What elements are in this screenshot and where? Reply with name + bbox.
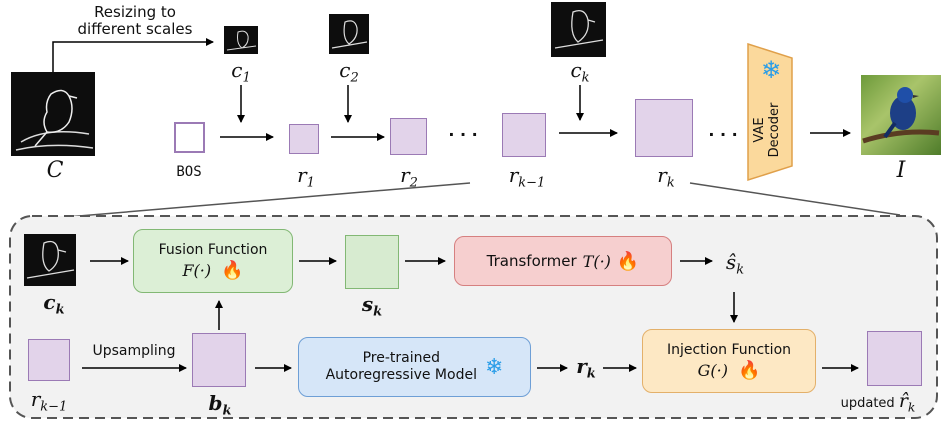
sk-token	[345, 235, 399, 289]
bird-icon	[862, 87, 940, 144]
snowflake-icon: ❄	[484, 354, 504, 380]
transformer: Transformer T(·) 🔥	[454, 236, 672, 286]
updated-rhat-token	[867, 331, 922, 386]
upsampling-label: Upsampling	[92, 343, 176, 359]
vae-decoder	[747, 42, 793, 182]
flame-icon: 🔥	[737, 359, 761, 381]
sk-label: sk	[361, 292, 383, 320]
r2-label: r2	[400, 163, 418, 191]
ck-label: ck	[570, 58, 590, 86]
resize-label: Resizing to different scales	[77, 3, 193, 38]
rk-detail-label: rk	[576, 354, 596, 382]
shat-label: ŝk	[725, 250, 745, 278]
rk1-label: rk−1	[508, 163, 546, 191]
fusion-function: Fusion Function F(·) 🔥	[133, 229, 293, 293]
pretrained-label: Pre-trained Autoregressive Model	[325, 350, 477, 383]
bk-label: bk	[208, 391, 232, 419]
output-image	[861, 75, 941, 155]
fusion-title: Fusion Function	[158, 241, 268, 258]
bird-sketch-icon	[554, 9, 604, 49]
r1-label: r1	[297, 163, 315, 191]
c1-label: c1	[231, 58, 251, 86]
bird-sketch-icon	[26, 240, 75, 279]
transformer-title: Transformer	[486, 252, 577, 270]
pretrained-model: Pre-trained Autoregressive Model ❄	[298, 337, 531, 397]
ck-detail-image	[24, 234, 76, 286]
condition-label: C	[46, 158, 64, 183]
r2-token	[390, 118, 427, 155]
bird-sketch-icon	[15, 89, 94, 151]
ck-detail-label: ck	[43, 290, 65, 318]
transformer-math: T(·)	[582, 251, 611, 271]
bos-token	[174, 122, 205, 153]
injection-math: G(·)	[697, 360, 728, 380]
flame-icon: 🔥	[221, 259, 244, 281]
c2-image	[329, 14, 369, 54]
injection-title: Injection Function	[666, 341, 792, 358]
bird-sketch-icon	[226, 30, 257, 51]
rk1-detail-token	[28, 339, 70, 381]
flame-icon: 🔥	[616, 250, 640, 272]
output-label: I	[896, 158, 906, 183]
injection-function: Injection Function G(·) 🔥	[642, 329, 816, 393]
ellipsis-1: · · ·	[448, 125, 478, 144]
ck-image	[551, 2, 606, 57]
bird-sketch-icon	[331, 20, 368, 49]
rk1-detail-label: rk−1	[30, 387, 68, 415]
c2-label: c2	[339, 58, 359, 86]
rk1-token	[502, 113, 546, 157]
snowflake-icon: ❄	[760, 56, 782, 84]
rk-label: rk	[657, 163, 675, 191]
bk-token	[192, 333, 246, 387]
c1-image	[224, 26, 258, 54]
bos-label: BOS	[176, 164, 202, 180]
vae-label: VAE Decoder	[752, 102, 782, 158]
updated-rhat-label: updated r̂k	[840, 390, 916, 415]
rk-token	[635, 99, 693, 157]
resize-arrow	[52, 38, 214, 72]
ellipsis-2: · · ·	[708, 125, 738, 144]
fusion-math: F(·)	[182, 260, 212, 280]
condition-image	[11, 72, 95, 156]
r1-token	[289, 124, 319, 154]
